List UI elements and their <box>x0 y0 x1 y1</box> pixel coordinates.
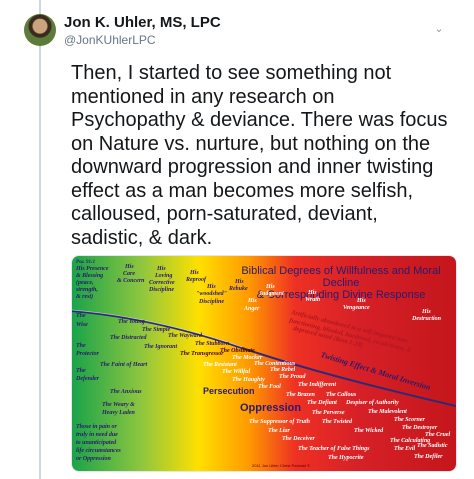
label-the-wicked: The Wicked <box>354 428 384 434</box>
label-woodshed: "woodshed" <box>196 291 227 297</box>
label-vengeance: Vengeance <box>343 305 370 311</box>
label-the-stubborn: The Stubborn <box>195 341 230 347</box>
label-wise: Wise <box>76 322 88 328</box>
label-strength: strength, <box>76 287 98 293</box>
author-handle[interactable]: @JonKUhlerLPC <box>64 33 156 47</box>
label-the-wayward: The Wayward <box>168 333 202 339</box>
author-name[interactable]: Jon K. Uhler, MS, LPC <box>64 14 221 31</box>
label-the-destroyer: The Destroyer <box>402 425 438 431</box>
label-the-brazen: The Brazen <box>286 392 315 398</box>
label-the-calculating: The Calculating <box>390 438 431 444</box>
label-the-simple: The Simple <box>142 327 171 333</box>
label-the-defender: The <box>76 368 86 374</box>
label-the-rebel: The Rebel <box>270 367 296 373</box>
label-his-care: His <box>125 264 134 270</box>
label-psa: Psa. 91:1 <box>76 260 96 265</box>
label-persecution: Persecution <box>203 386 255 396</box>
tweet-text: Then, I started to see something not men… <box>71 62 448 249</box>
label-the-twisted: The Twisted <box>322 419 352 425</box>
label-the-callous: The Callous <box>326 392 357 398</box>
label-the-distracted: The Distracted <box>110 335 147 341</box>
label-the-scorner: The Scorner <box>394 417 425 423</box>
label-the-willful: The Willful <box>222 369 251 375</box>
label-pain-3: to unanticipated <box>76 440 117 446</box>
label-weary: The Weary & <box>102 402 135 408</box>
label-the-transgressor: The Transgressor <box>180 351 224 357</box>
label-the-indifferent: The Indifferent <box>298 382 337 388</box>
label-the-contentious: The Contentious <box>254 361 296 367</box>
label-the-malevolent: The Malevolent <box>368 409 407 415</box>
label-the-defiant: The Defiant <box>307 400 337 406</box>
label-the-proud: The Proud <box>279 374 306 380</box>
label-the-obstinate: The Obstinate <box>220 348 255 354</box>
label-the-hypocrite: The Hypocrite <box>328 455 364 461</box>
label-discipline-2: Discipline <box>199 299 224 305</box>
label-concern: & Concern <box>117 278 145 284</box>
chart-footer-note: 2011 Jon Uhler Christ Podcast © <box>252 463 311 468</box>
label-protector: Protector <box>76 351 99 357</box>
label-his-loving: His <box>157 266 166 272</box>
label-the-evil: The Evil <box>394 446 416 452</box>
label-his-judgment: His <box>266 284 275 290</box>
tweet-image[interactable]: Biblical Degrees of Willfulness and Mora… <box>71 255 457 472</box>
label-oppression: Oppression <box>240 402 302 414</box>
label-reproof: Reproof <box>186 277 206 283</box>
label-heavy-laden: Heavy Laden <box>102 410 135 416</box>
label-the-perverse: The Perverse <box>312 410 345 416</box>
label-discipline: Discipline <box>149 287 174 293</box>
label-his-reproof: His <box>190 270 199 276</box>
label-the-haughty: The Haughty <box>232 377 265 383</box>
label-pain-2: truly in need due <box>76 432 118 438</box>
label-the-mocker: The Mocker <box>232 355 263 361</box>
label-the-deceiver: The Deceiver <box>282 436 315 442</box>
label-the-cruel: The Cruel <box>425 432 451 438</box>
chart-curve <box>72 309 456 407</box>
label-despiser: Despiser of Authority <box>346 400 399 406</box>
label-his-rebuke: His <box>235 279 244 285</box>
label-care: Care <box>123 271 135 277</box>
chart-title: Biblical Degrees of Willfulness and Mora… <box>241 265 441 301</box>
label-pain-4: life circumstances <box>76 448 121 454</box>
thread-line <box>39 0 41 479</box>
label-his-vengeance: His <box>357 298 366 304</box>
label-faint-of-heart: The Faint of Heart <box>100 362 148 368</box>
label-corrective: Corrective <box>149 280 175 286</box>
label-the-fool: The Fool <box>258 384 281 390</box>
label-false-things: The Teacher of False Things <box>298 446 370 452</box>
label-the-young: The Young <box>118 319 145 325</box>
label-the-anxious: The Anxious <box>110 389 142 395</box>
label-wrath: Wrath <box>305 297 321 303</box>
label-pain-5: or Oppression <box>76 456 111 462</box>
avatar[interactable] <box>24 14 56 46</box>
label-his-wrath: His <box>308 290 317 296</box>
label-the: The <box>76 313 86 319</box>
label-the-liar: The Liar <box>268 428 290 434</box>
chevron-down-icon[interactable]: ⌄ <box>434 23 444 35</box>
label-rest: & rest) <box>76 294 94 300</box>
label-blessing: & Blessing <box>76 273 104 279</box>
label-defender: Defender <box>76 376 99 382</box>
label-pain-1: Those in pain or <box>76 424 117 430</box>
label-his-presence: His Presence <box>76 266 109 272</box>
label-the-protector: The <box>76 343 86 349</box>
chart-gradient-background <box>72 256 456 471</box>
label-suppressor: The Suppressor of Truth <box>249 419 310 425</box>
label-the-ignorant: The Ignorant <box>144 344 178 350</box>
label-destruction: Destruction <box>412 316 442 322</box>
label-the-defiler: The Defiler <box>414 454 443 460</box>
label-the-resistant: The Resistant <box>203 362 237 368</box>
label-judgment: Judgment <box>259 291 284 297</box>
label-his-anger: His <box>248 298 257 304</box>
label-rebuke: Rebuke <box>229 286 248 292</box>
label-his-woodshed: His <box>207 284 216 290</box>
label-peace: (peace, <box>76 280 94 286</box>
label-anger: Anger <box>244 306 260 312</box>
label-his-destruction: His <box>422 309 431 315</box>
label-the-sadistic: The Sadistic <box>417 443 448 449</box>
label-loving: Loving <box>155 273 173 279</box>
